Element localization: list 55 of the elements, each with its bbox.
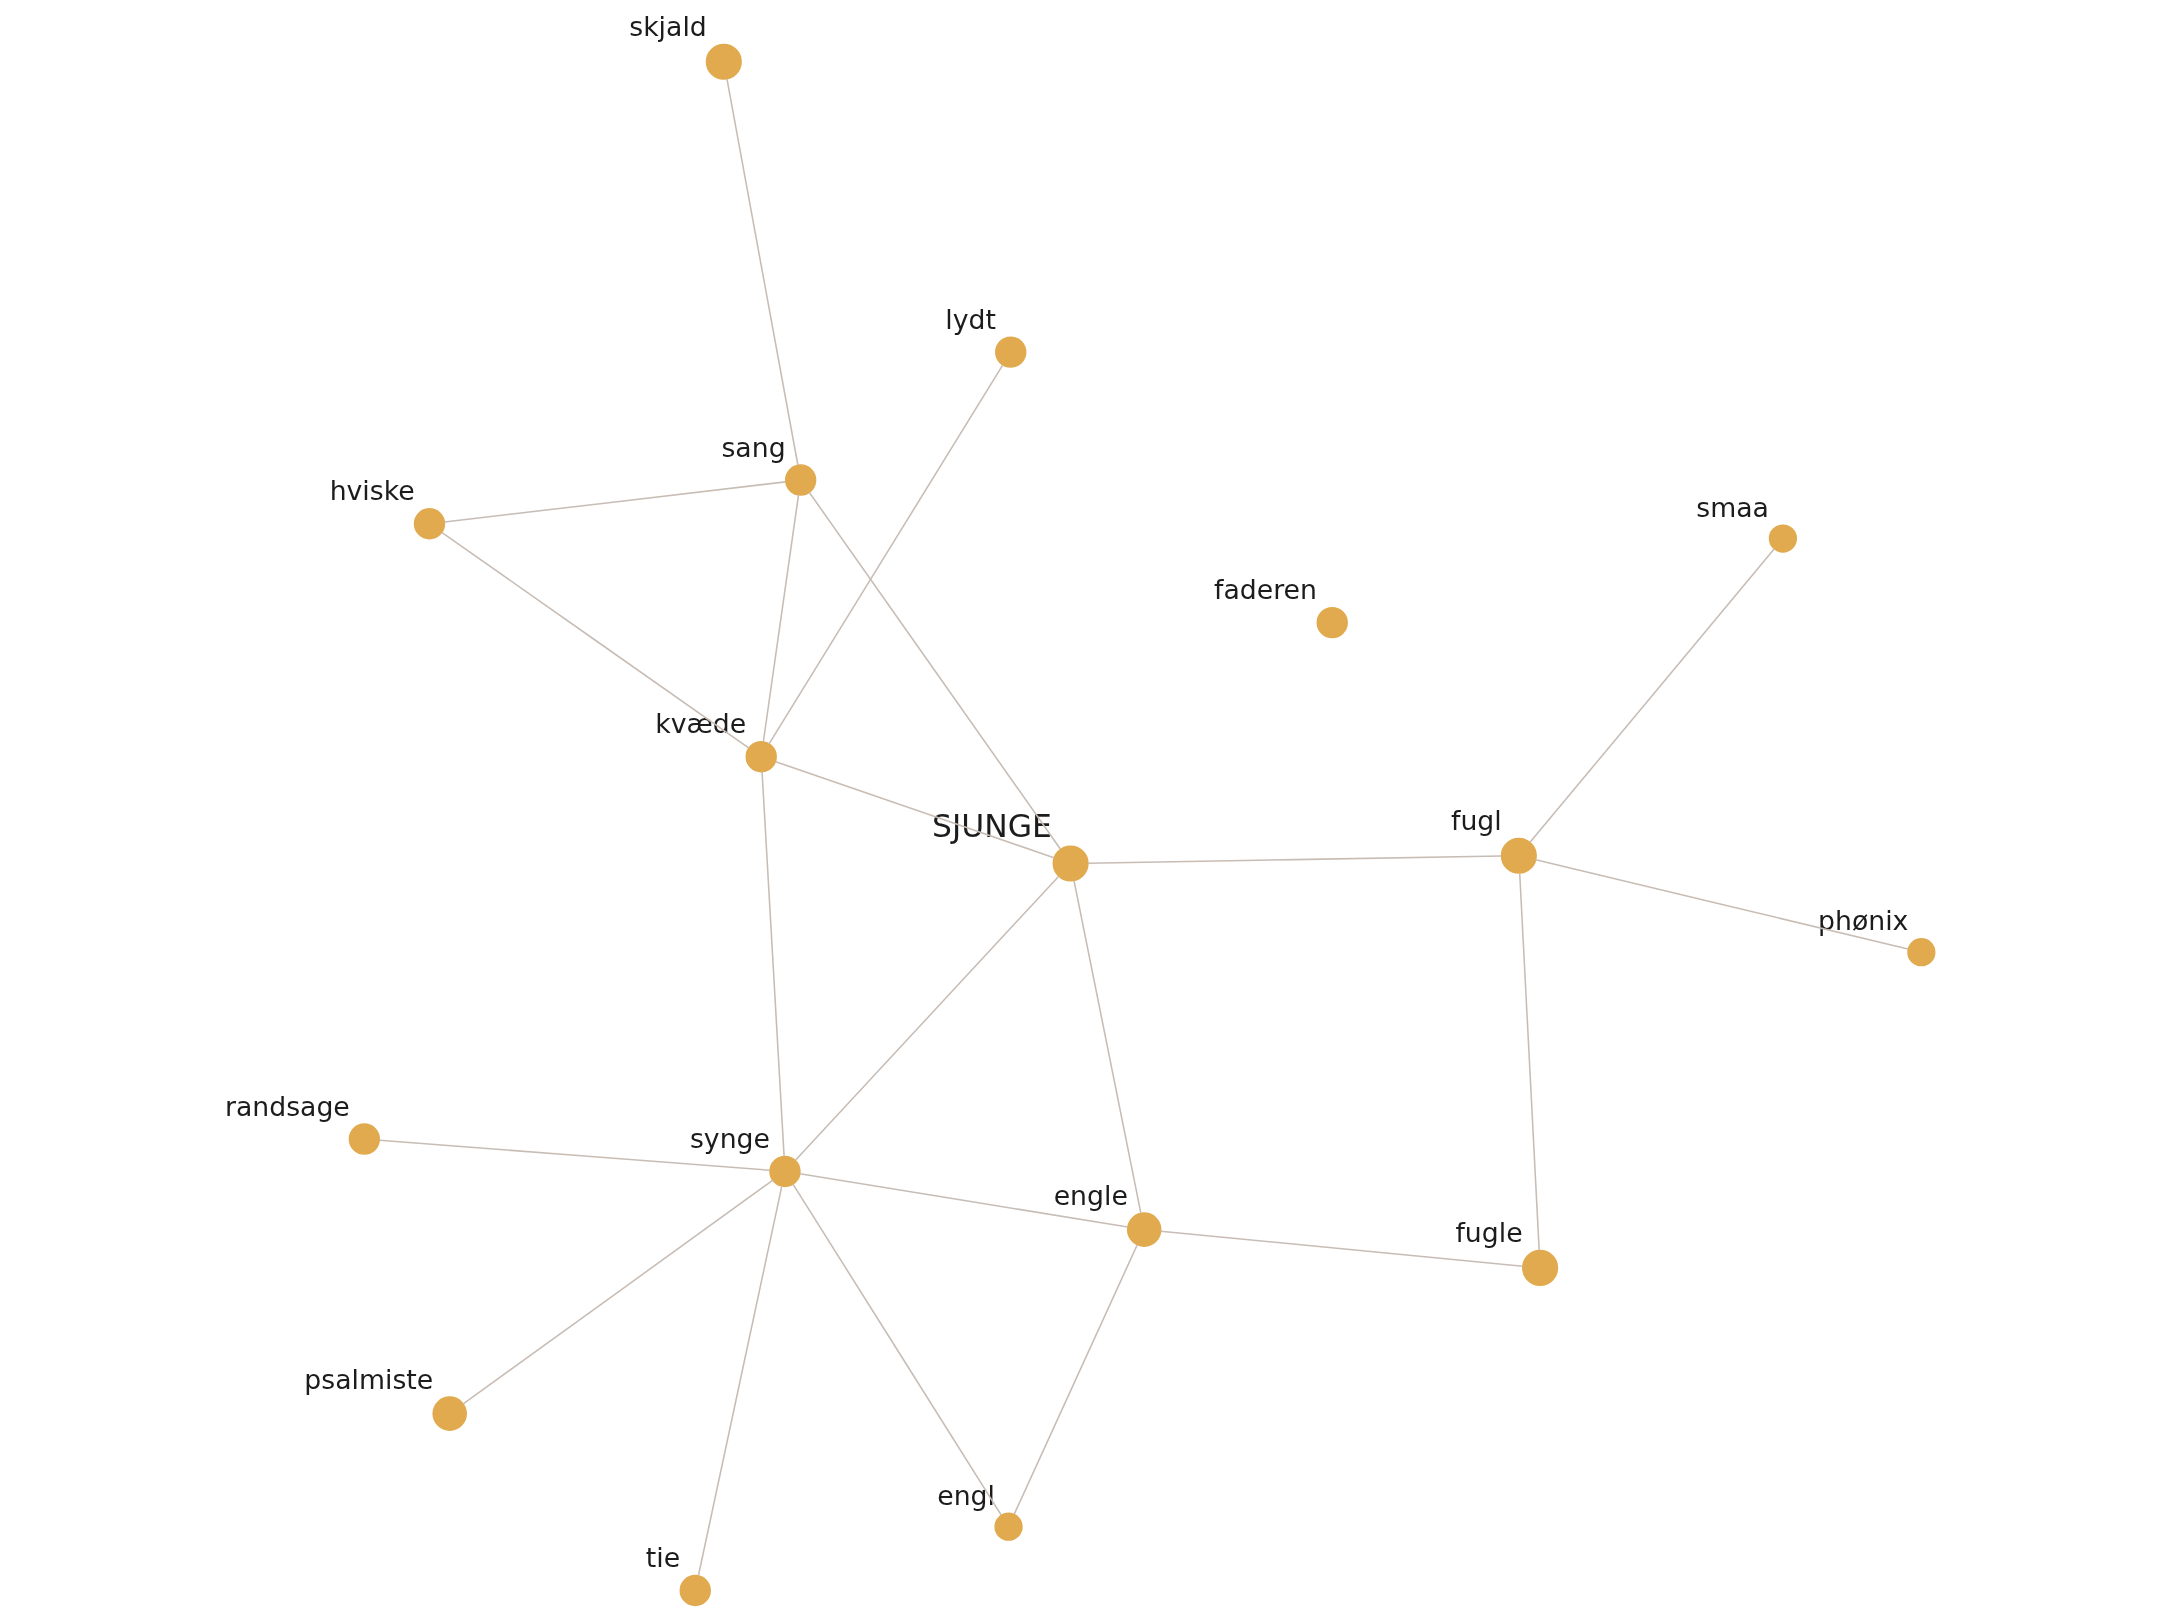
connector	[1013, 1243, 1139, 1515]
node-label: SJUNGE	[932, 807, 1052, 844]
connector	[768, 364, 1004, 745]
node-label: fugle	[1455, 1217, 1523, 1249]
node-label: engl	[937, 1479, 995, 1511]
node-label: lydt	[945, 303, 996, 335]
connector	[697, 1185, 783, 1577]
node-circle	[1500, 837, 1537, 874]
connector	[1529, 548, 1775, 843]
connector	[761, 770, 785, 1157]
node-circle	[745, 741, 777, 773]
node-label: sang	[721, 431, 786, 463]
node-label: engle	[1053, 1179, 1128, 1211]
connector	[762, 494, 800, 743]
node-circle	[1316, 606, 1348, 639]
node-label: fugl	[1451, 804, 1502, 836]
node-circle	[1522, 1249, 1559, 1286]
node-label: randsage	[224, 1090, 350, 1122]
node-circle	[1126, 1212, 1162, 1247]
node-circle	[413, 508, 446, 540]
node-label: faderen	[1214, 574, 1317, 606]
node-circle	[1768, 524, 1798, 553]
connector	[462, 1179, 774, 1405]
connector	[443, 481, 787, 523]
node-label: synge	[689, 1123, 770, 1155]
node-circle	[1907, 938, 1936, 967]
connector	[792, 1183, 1002, 1516]
node-circle	[679, 1574, 711, 1607]
node-label: skjald	[629, 10, 707, 42]
connector	[1073, 880, 1142, 1215]
connector	[1518, 872, 1540, 1252]
node-label: phønix	[1818, 905, 1909, 937]
connector	[1534, 859, 1909, 950]
node-label: tie	[645, 1542, 681, 1574]
node-circle	[994, 1512, 1023, 1541]
connector	[726, 78, 799, 467]
node-label: psalmiste	[304, 1363, 434, 1395]
node-circle	[1052, 845, 1089, 882]
connector	[1159, 1230, 1524, 1267]
node-label: smaa	[1696, 491, 1769, 523]
connector	[808, 491, 1062, 850]
node-circle	[432, 1396, 467, 1431]
connector	[378, 1139, 771, 1172]
connector	[794, 875, 1060, 1161]
node-circle	[769, 1155, 801, 1188]
node-circle	[784, 464, 817, 496]
connector	[1087, 855, 1503, 864]
node-circle	[995, 336, 1027, 368]
node-label: hviske	[329, 475, 415, 507]
node-circle	[705, 43, 742, 80]
connector	[441, 531, 750, 749]
connector	[799, 1173, 1129, 1228]
connector	[774, 760, 1055, 859]
node-label: kvæde	[655, 708, 747, 740]
node-circle	[348, 1123, 381, 1155]
